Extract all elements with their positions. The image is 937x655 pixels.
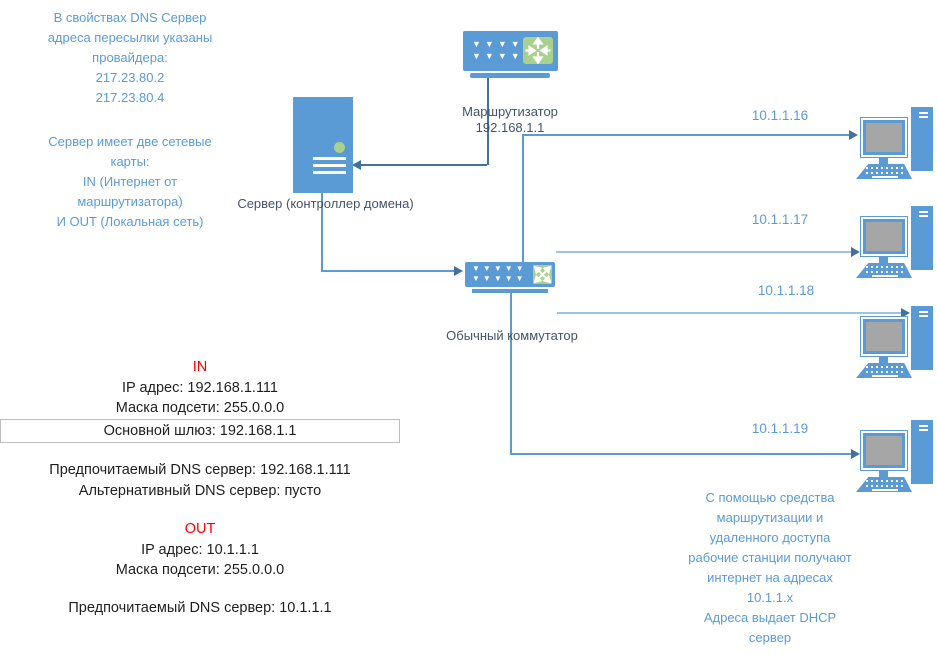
workstation-monitor — [860, 216, 908, 257]
router-icon: ▼▼▼▼ ▼▼▼▼ — [463, 31, 558, 71]
workstation-tower — [911, 107, 933, 171]
server-label: Сервер (контроллер домена) — [237, 196, 414, 211]
nic-in-dns-alternate: Альтернативный DNS сервер: пусто — [78, 482, 322, 499]
server-drive-slot — [313, 164, 346, 167]
workstation-ip-label: 10.1.1.17 — [751, 212, 809, 227]
nic-out-ip-address: IP адрес: 10.1.1.1 — [141, 541, 259, 558]
switch-port-row: ▼▼▼▼▼ — [472, 274, 527, 283]
workstation-monitor — [860, 430, 908, 471]
switch-ports-icon: ▼▼▼▼▼ ▼▼▼▼▼ — [472, 264, 527, 284]
connector-switch-to-ws1-horizontal — [522, 134, 849, 136]
connector-router-to-server-vertical — [487, 76, 489, 165]
nic-out-config: OUT IP адрес: 10.1.1.1 Маска подсети: 25… — [0, 519, 400, 618]
nic-in-ip-address: IP адрес: 192.168.1.111 — [121, 379, 278, 396]
routing-arrows-icon — [523, 36, 553, 65]
workstation-icon — [856, 418, 936, 494]
note-server-nics: Сервер имеет две сетевые карты: IN (Инте… — [48, 134, 212, 229]
connector-router-to-server-horizontal — [361, 164, 487, 166]
router-base — [470, 73, 550, 78]
arrowhead-into-ws4 — [851, 449, 860, 459]
arrowhead-into-ws3 — [901, 308, 910, 318]
note-dhcp-routing: С помощью средства маршрутизации и удале… — [688, 490, 852, 645]
nic-in-gateway: Основной шлюз: 192.168.1.1 — [103, 422, 297, 439]
arrowhead-into-switch — [454, 266, 463, 276]
connector-switch-to-ws4-horizontal — [510, 453, 851, 455]
workstation-monitor — [860, 316, 908, 357]
switch-label: Обычный коммутатор — [446, 328, 578, 343]
workstation-ip-label: 10.1.1.18 — [757, 283, 815, 298]
switch-base — [472, 289, 548, 293]
workstation-ip-label: 10.1.1.16 — [751, 108, 809, 123]
workstation-screen — [863, 120, 905, 155]
arrowhead-into-server — [352, 160, 361, 170]
nic-in-gateway-box: Основной шлюз: 192.168.1.1 — [0, 418, 400, 443]
nic-in-title: IN — [192, 359, 208, 375]
workstation-keyboard — [856, 363, 912, 378]
connector-switch-to-ws3 — [557, 312, 901, 314]
workstation-stand — [879, 357, 888, 363]
router-port-row: ▼▼▼▼ — [472, 51, 524, 61]
workstation-monitor — [860, 117, 908, 158]
server-icon — [293, 97, 353, 193]
workstation-icon — [856, 304, 936, 380]
router-label: Маршрутизатор 192.168.1.1 — [462, 104, 558, 135]
switch-icon: ▼▼▼▼▼ ▼▼▼▼▼ — [465, 262, 555, 287]
workstation-tower — [911, 206, 933, 270]
connector-switch-to-ws4-vertical — [510, 291, 512, 454]
nic-out-dns-primary: Предпочитаемый DNS сервер: 10.1.1.1 — [68, 599, 332, 616]
connector-switch-to-ws2 — [556, 251, 851, 253]
workstation-screen — [863, 319, 905, 354]
workstation-stand — [879, 257, 888, 263]
workstation-keyboard — [856, 263, 912, 278]
router-ports-icon: ▼▼▼▼ ▼▼▼▼ — [472, 38, 524, 62]
switch-port-row: ▼▼▼▼▼ — [472, 264, 527, 273]
nic-out-title: OUT — [184, 521, 216, 537]
connector-switch-to-ws1-vertical — [522, 136, 524, 262]
workstation-stand — [879, 471, 888, 477]
workstation-icon — [856, 204, 936, 280]
workstation-keyboard — [856, 477, 912, 492]
workstation-ip-label: 10.1.1.19 — [751, 421, 809, 436]
workstation-stand — [879, 158, 888, 164]
workstation-keyboard — [856, 164, 912, 179]
workstation-icon — [856, 105, 936, 181]
connector-server-to-switch-horizontal — [321, 270, 454, 272]
server-drive-slot — [313, 157, 346, 160]
workstation-screen — [863, 219, 905, 254]
server-power-led-icon — [334, 142, 345, 153]
connector-server-to-switch-vertical — [321, 193, 323, 271]
workstation-tower — [911, 306, 933, 370]
note-dns-forwarders: В свойствах DNS Сервер адреса пересылки … — [47, 10, 213, 105]
nic-in-dns-primary: Предпочитаемый DNS сервер: 192.168.1.111 — [49, 462, 351, 478]
nic-in-config: IN IP адрес: 192.168.1.111 Маска подсети… — [0, 357, 400, 501]
server-drive-slot — [313, 171, 346, 174]
workstation-tower — [911, 420, 933, 484]
router-port-row: ▼▼▼▼ — [472, 39, 524, 49]
workstation-screen — [863, 433, 905, 468]
arrowhead-into-ws1 — [849, 130, 858, 140]
crossing-arrows-icon — [533, 265, 552, 284]
nic-out-subnet-mask: Маска подсети: 255.0.0.0 — [115, 562, 285, 578]
arrowhead-into-ws2 — [851, 247, 860, 257]
nic-in-subnet-mask: Маска подсети: 255.0.0.0 — [115, 400, 285, 416]
